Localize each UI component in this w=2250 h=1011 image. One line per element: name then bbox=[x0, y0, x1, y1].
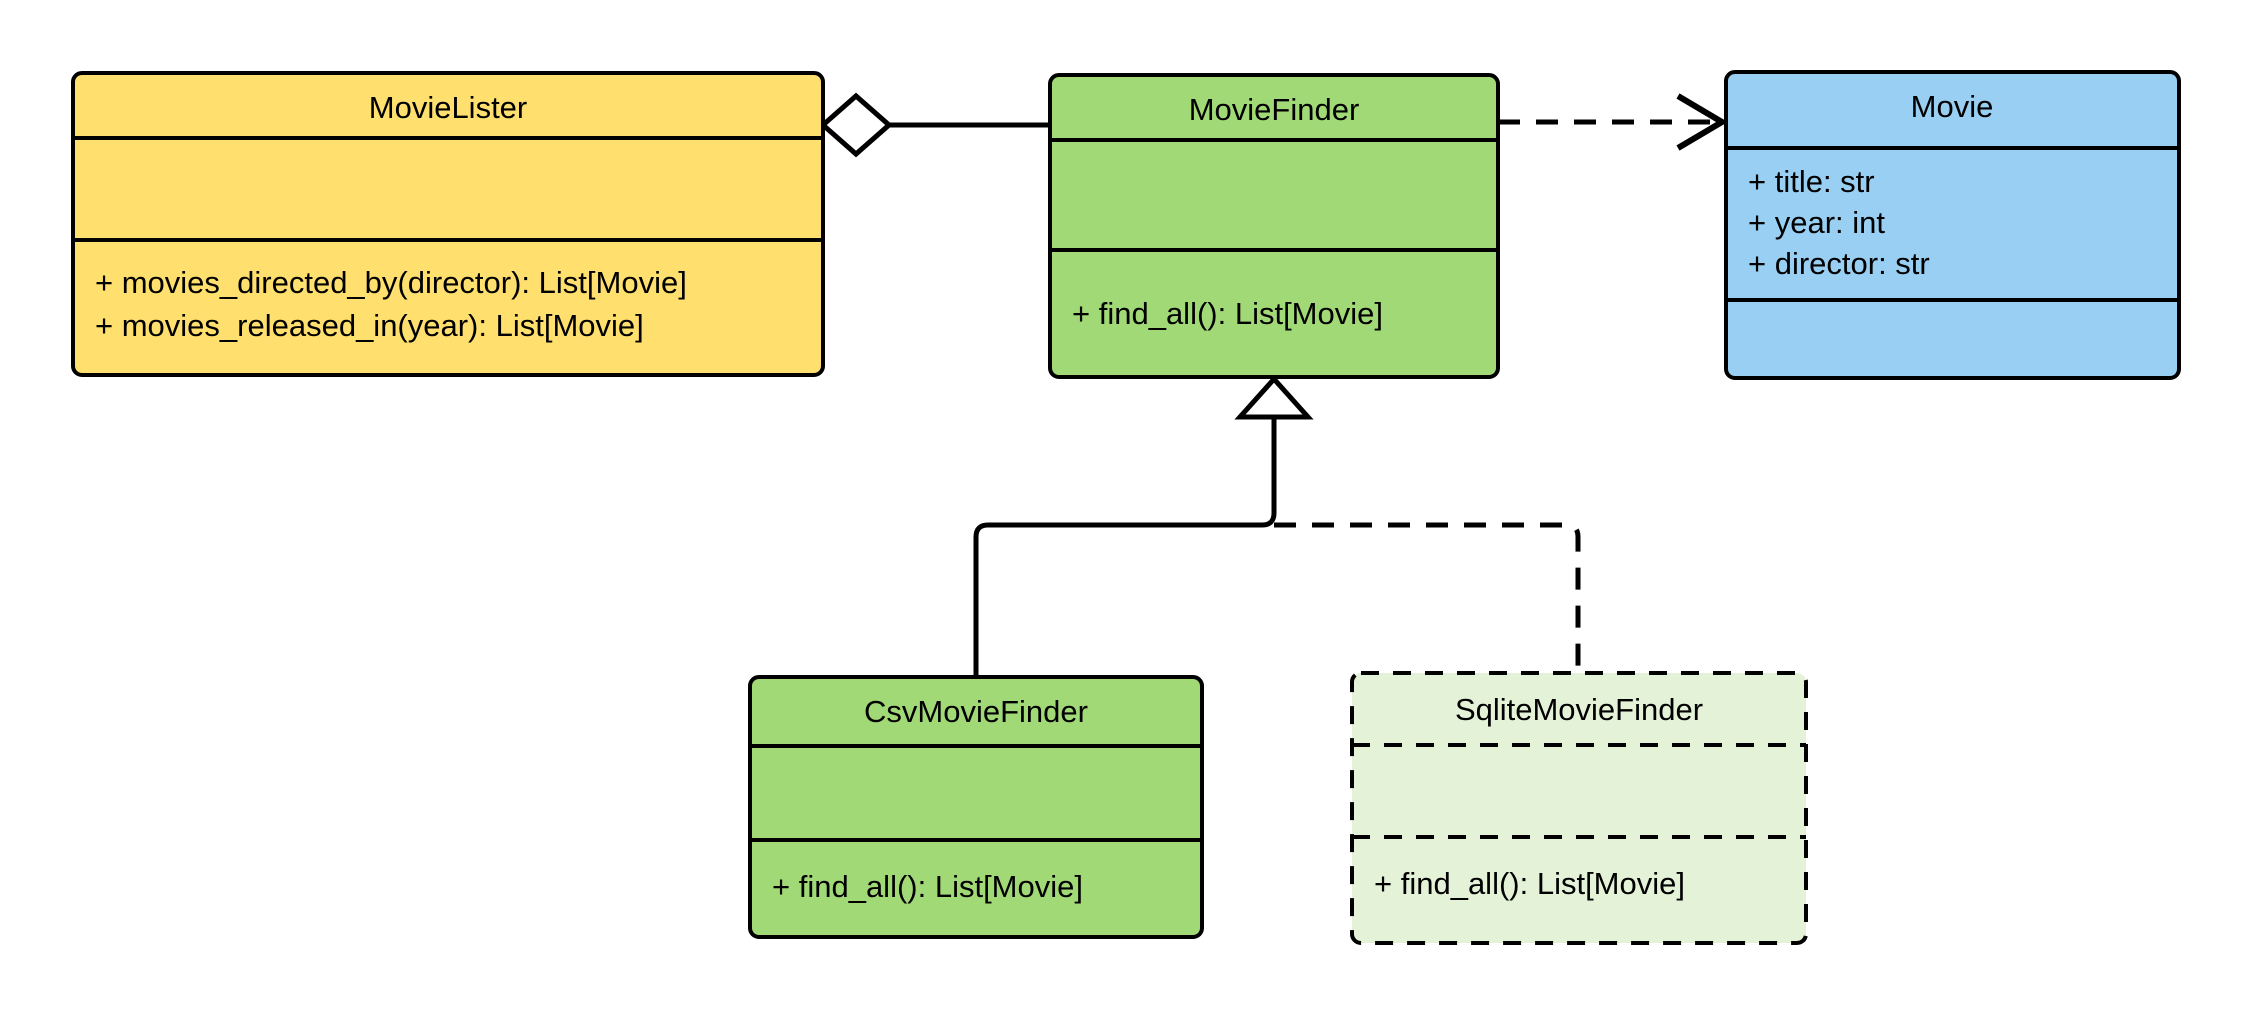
open-arrow-icon bbox=[1676, 93, 1728, 151]
movie-lister-method-1: + movies_released_in(year): List[Movie] bbox=[95, 308, 644, 343]
class-box-csv-movie-finder[interactable]: CsvMovieFinder + find_all(): List[Movie] bbox=[748, 675, 1204, 939]
movie-finder-method-0: + find_all(): List[Movie] bbox=[1072, 296, 1383, 331]
class-box-movie-finder[interactable]: MovieFinder + find_all(): List[Movie] bbox=[1048, 73, 1500, 379]
csv-movie-finder-frame bbox=[748, 675, 1204, 939]
hollow-triangle-icon bbox=[1234, 375, 1314, 420]
relationship-realization-sqlite-finder[interactable] bbox=[1274, 522, 1581, 673]
movie-lister-frame bbox=[71, 71, 825, 377]
movie-lister-method-0: + movies_directed_by(director): List[Mov… bbox=[95, 265, 687, 300]
movie-title: Movie bbox=[1911, 89, 1994, 124]
hollow-diamond-icon bbox=[819, 92, 893, 158]
realization-line bbox=[1274, 522, 1581, 673]
sqlite-movie-finder-title: SqliteMovieFinder bbox=[1455, 692, 1703, 727]
movie-attribute-1: + year: int bbox=[1748, 205, 1885, 240]
movie-finder-title: MovieFinder bbox=[1189, 92, 1360, 127]
csv-movie-finder-method-0: + find_all(): List[Movie] bbox=[772, 869, 1083, 904]
relationship-aggregation-lister-finder[interactable] bbox=[819, 92, 1050, 158]
generalization-line bbox=[973, 417, 1277, 680]
movie-attribute-2: + director: str bbox=[1748, 246, 1930, 281]
class-box-movie-lister[interactable]: MovieLister + movies_directed_by(directo… bbox=[71, 71, 825, 377]
class-box-sqlite-movie-finder[interactable]: SqliteMovieFinder + find_all(): List[Mov… bbox=[1350, 671, 1808, 945]
movie-attribute-0: + title: str bbox=[1748, 164, 1875, 199]
movie-lister-title: MovieLister bbox=[369, 90, 528, 125]
class-box-movie[interactable]: Movie + title: str + year: int + directo… bbox=[1724, 70, 2181, 380]
sqlite-movie-finder-method-0: + find_all(): List[Movie] bbox=[1374, 866, 1685, 901]
relationship-generalization-csv-finder[interactable] bbox=[973, 417, 1277, 680]
csv-movie-finder-title: CsvMovieFinder bbox=[864, 694, 1088, 729]
sqlite-movie-finder-frame bbox=[1350, 671, 1808, 945]
relationship-dependency-finder-movie[interactable] bbox=[1498, 93, 1728, 151]
